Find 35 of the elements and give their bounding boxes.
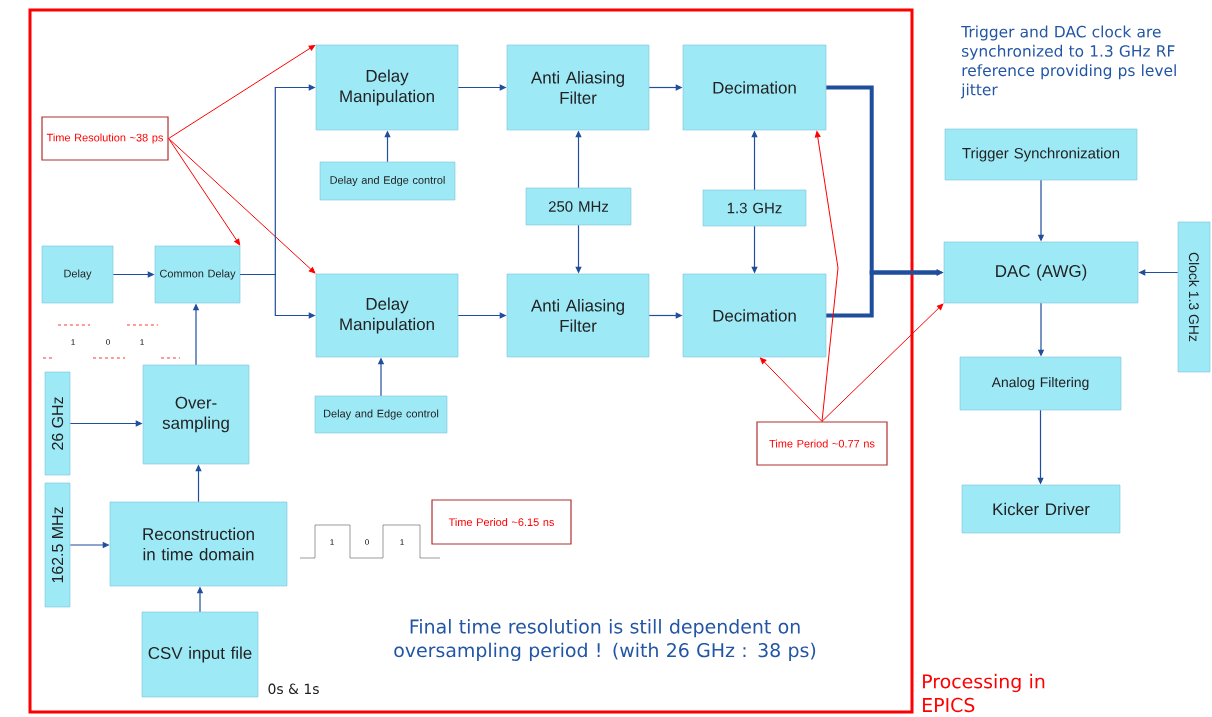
note-text: Final time resolution is still dependent on oversampling period ! (with 26 GHz : 38 ps): [394, 619, 816, 661]
arrow: [821, 303, 944, 422]
process-box: Trigger Synchronization: [944, 128, 1138, 181]
process-box: 1.3 GHz: [702, 189, 807, 227]
note-text: Trigger and DAC clock are synchronized to 1.3 GHz RF reference providing ps level jitter: [960, 25, 1176, 99]
process-box: 250 MHz: [525, 187, 632, 226]
process-box: Delay Manipulation: [315, 44, 459, 131]
process-box: Reconstruction in time domain: [109, 501, 288, 587]
process-box: Common Delay: [154, 245, 241, 304]
process-box: Kicker Driver: [961, 484, 1121, 534]
process-box: Delay and Edge control: [319, 161, 456, 201]
arrow: [814, 131, 839, 422]
annotation-box: Time Period ~6.15 ns: [431, 499, 572, 545]
arrow: [760, 357, 823, 422]
process-box: DAC (AWG): [943, 241, 1139, 304]
arrow: [168, 44, 316, 139]
annotation-box: Time Period ~0.77 ns: [756, 421, 888, 466]
process-box: Clock 1.3 GHz: [1177, 221, 1211, 373]
process-box: Delay Manipulation: [315, 273, 459, 358]
process-box: Delay: [41, 245, 114, 304]
process-box: Decimation: [682, 44, 827, 131]
arrow: [168, 138, 241, 246]
process-box: Delay and Edge control: [314, 395, 448, 434]
process-box: 26 GHz: [44, 371, 71, 476]
process-box: Anti Aliasing Filter: [506, 273, 650, 358]
annotation-box: Time Resolution ~38 ps: [41, 116, 169, 161]
process-box: Analog Filtering: [959, 356, 1122, 411]
arrow: [168, 138, 316, 274]
process-box: 162.5 MHz: [44, 482, 71, 608]
process-box: Anti Aliasing Filter: [506, 44, 650, 131]
process-box: Decimation: [682, 273, 827, 358]
note-text: Processing in EPICS: [923, 673, 1045, 713]
process-box: CSV input file: [141, 611, 259, 698]
node-caption: 0s & 1s: [268, 683, 319, 695]
process-box: Over-sampling: [142, 364, 250, 465]
